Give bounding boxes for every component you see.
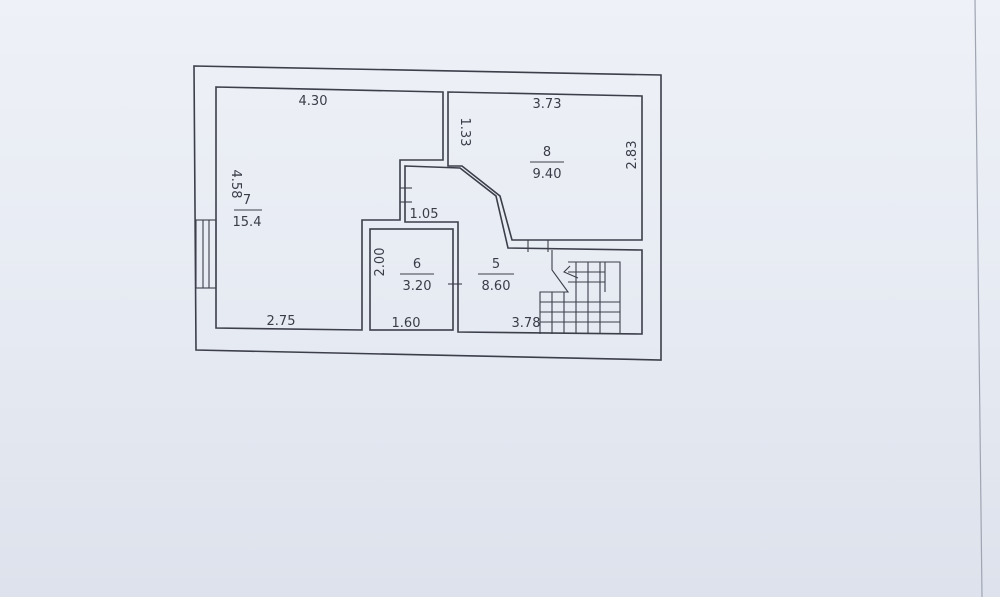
dim-room8-right: 2.83 xyxy=(625,141,640,170)
room-7-number: 7 xyxy=(243,193,251,208)
room-7-area: 15.4 xyxy=(233,215,262,230)
room-5-outline xyxy=(404,165,643,335)
room-7-outline xyxy=(215,86,444,331)
dim-room6-left: 2.00 xyxy=(373,248,388,277)
room-5-number: 5 xyxy=(492,257,500,272)
dim-room8-top: 3.73 xyxy=(533,97,562,112)
room-6-area: 3.20 xyxy=(403,279,432,294)
dim-corridor-width: 1.05 xyxy=(410,207,439,222)
dim-room7-top: 4.30 xyxy=(299,94,328,109)
room-8-area: 9.40 xyxy=(533,167,562,182)
dim-room7-bottom: 2.75 xyxy=(267,314,296,329)
paper-edge-line xyxy=(974,0,983,597)
dim-room5-bottom: 3.78 xyxy=(512,316,541,331)
room-6-number: 6 xyxy=(413,257,421,272)
room-8-outline xyxy=(447,91,643,241)
dim-room8-left: 1.33 xyxy=(457,118,472,147)
dim-room6-bottom: 1.60 xyxy=(392,316,421,331)
room-5-area: 8.60 xyxy=(482,279,511,294)
room-6-outline xyxy=(369,228,454,331)
room-8-number: 8 xyxy=(543,145,551,160)
staircase-symbol xyxy=(539,250,621,334)
plan-outer-frame xyxy=(193,65,662,361)
dim-room7-left: 4.58 xyxy=(228,170,243,199)
window-symbol xyxy=(195,219,217,289)
